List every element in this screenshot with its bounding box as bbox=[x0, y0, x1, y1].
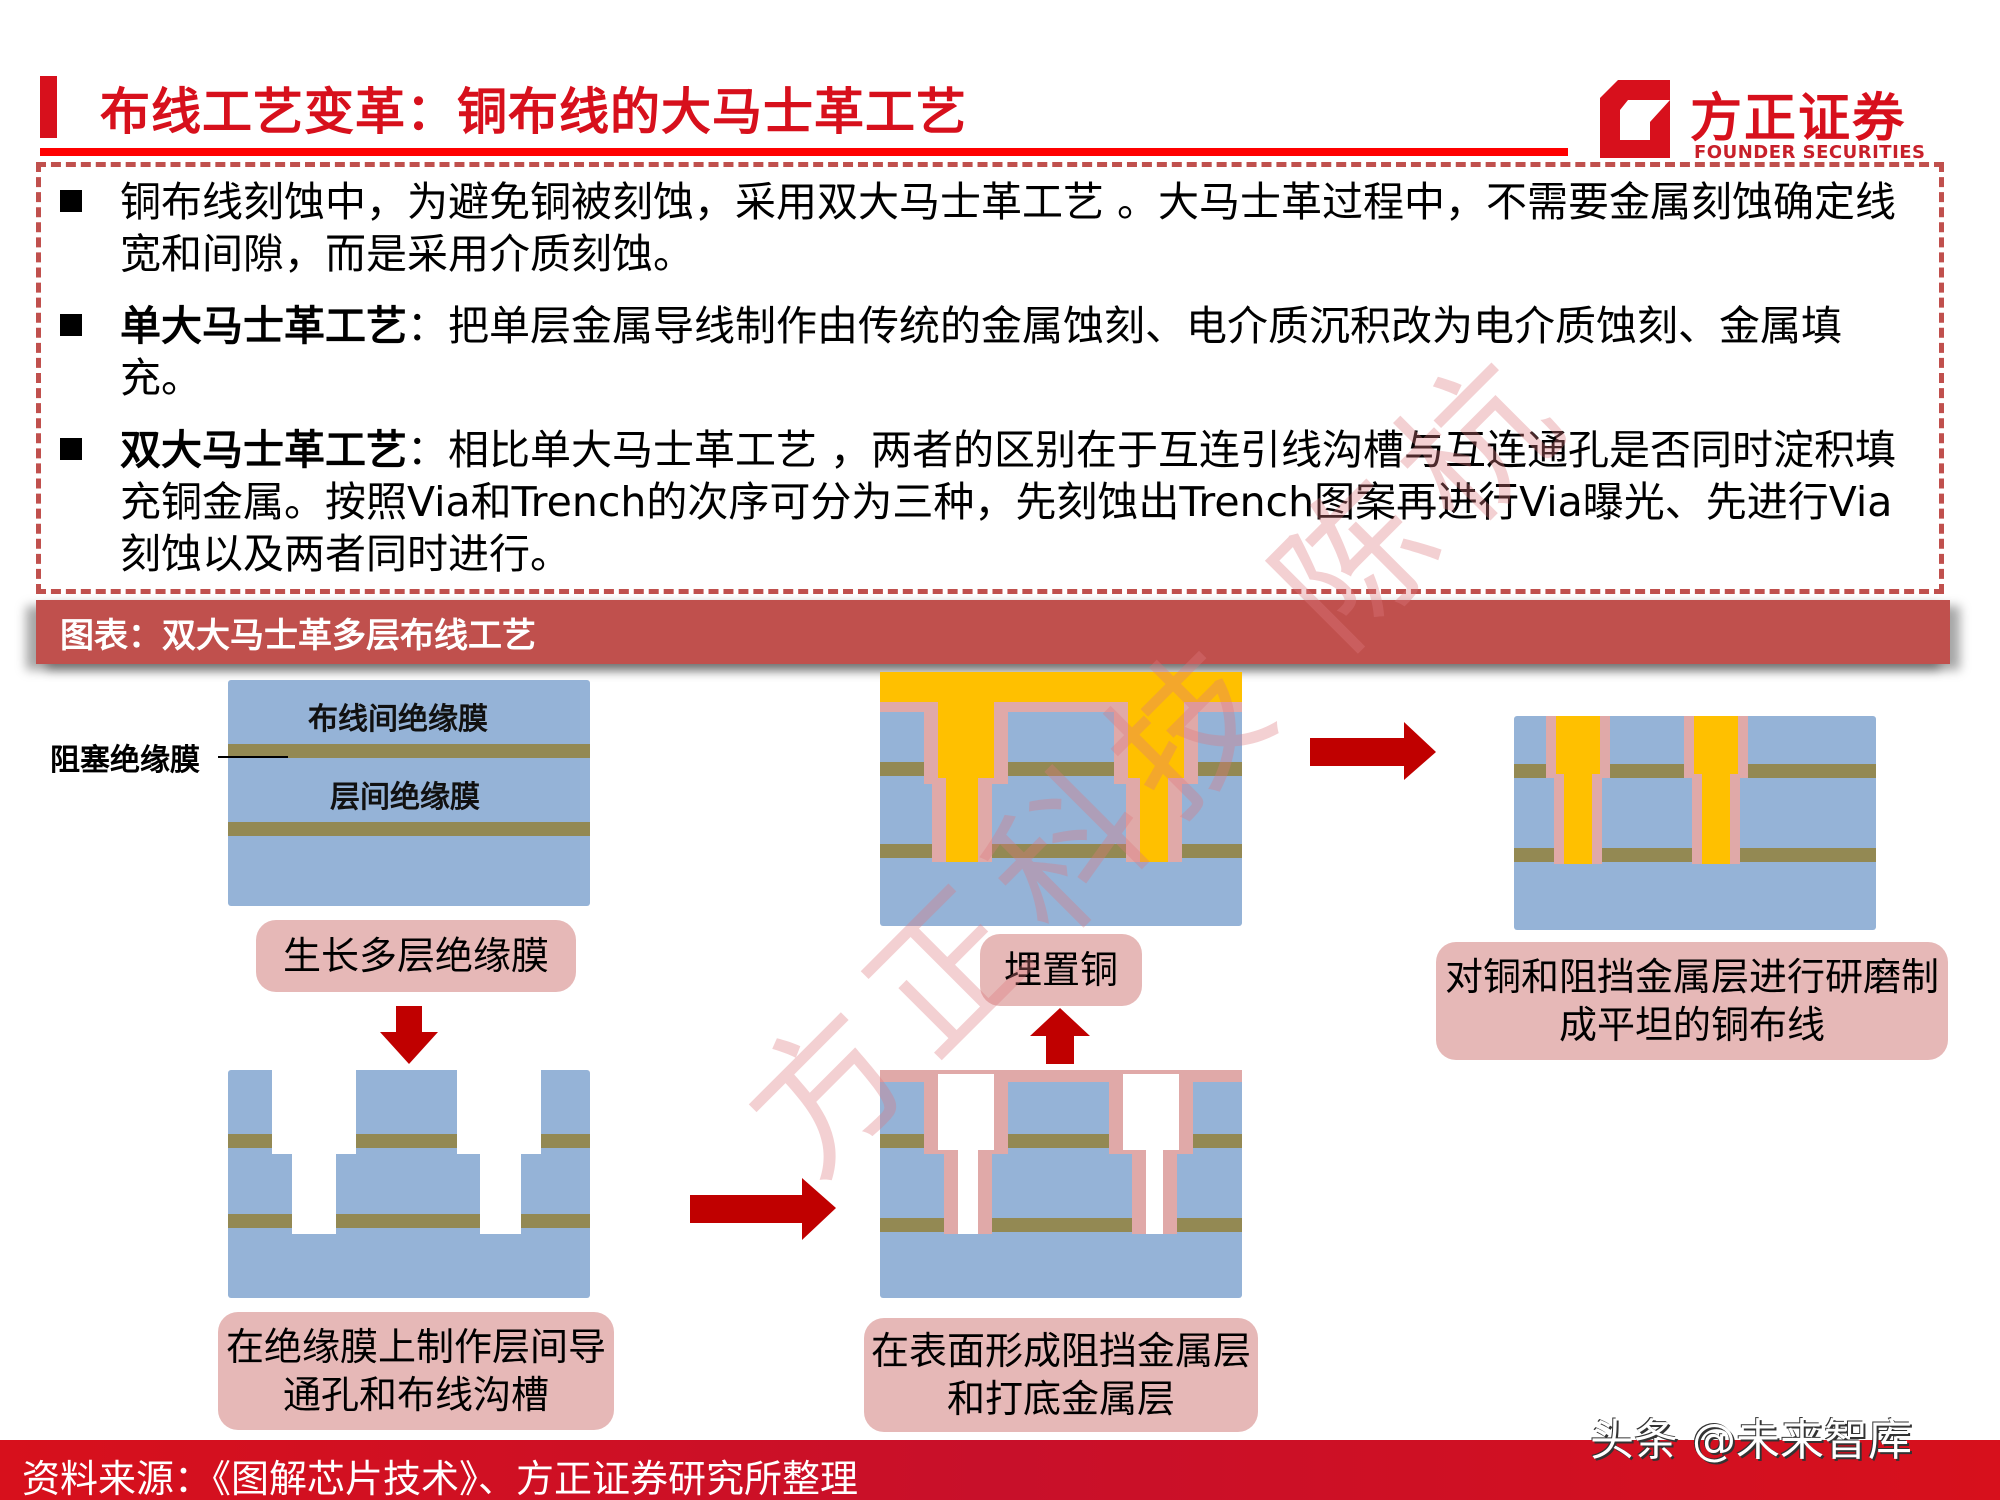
arrow-right-icon bbox=[690, 1178, 836, 1240]
arrow-right-icon bbox=[1310, 722, 1436, 780]
bullet-text: ：把单层金属导线制作由传统的金属蚀刻、电介质沉积改为电介质蚀刻、金属填充。 bbox=[120, 302, 1842, 402]
page-title: 布线工艺变革：铜布线的大马士革工艺 bbox=[100, 83, 967, 141]
footer-source: 资料来源：《图解芯片技术》、方正证券研究所整理 bbox=[22, 1457, 859, 1500]
bullet-square-icon bbox=[60, 438, 82, 460]
step-label-2: 在绝缘膜上制作层间导通孔和布线沟槽 bbox=[218, 1312, 614, 1430]
label-wiring-insulator: 布线间绝缘膜 bbox=[308, 702, 488, 737]
bullet-heading: 双大马士革工艺 bbox=[120, 426, 407, 474]
diagram-step4 bbox=[880, 672, 1242, 926]
bullet-square-icon bbox=[60, 190, 82, 212]
logo-text-cn: 方正证券 bbox=[1690, 89, 1907, 149]
diagram-step5 bbox=[1514, 716, 1876, 930]
figure-banner: 图表：双大马士革多层布线工艺 bbox=[36, 600, 1950, 664]
bullet-square-icon bbox=[60, 314, 82, 336]
step-label-4: 埋置铜 bbox=[980, 934, 1142, 1006]
callout-line bbox=[218, 756, 288, 758]
step-label-1: 生长多层绝缘膜 bbox=[256, 920, 576, 992]
bullet-text: ：相比单大马士革工艺 ，两者的区别在于互连引线沟槽与互连通孔是否同时淀积填充铜金… bbox=[120, 426, 1897, 578]
label-barrier-insulator: 阻塞绝缘膜 bbox=[50, 743, 200, 778]
logo-text-en: FOUNDER SECURITIES bbox=[1694, 142, 1926, 163]
step-label-3: 在表面形成阻挡金属层和打底金属层 bbox=[864, 1318, 1258, 1432]
step-label-5: 对铜和阻挡金属层进行研磨制成平坦的铜布线 bbox=[1436, 942, 1948, 1060]
diagram-step3 bbox=[880, 1070, 1242, 1298]
bullet-heading: 单大马士革工艺 bbox=[120, 302, 407, 350]
arrow-up-icon bbox=[1030, 1008, 1090, 1064]
summary-box bbox=[36, 162, 1944, 594]
diagram-step1 bbox=[228, 680, 590, 906]
bullet-text: 铜布线刻蚀中，为避免铜被刻蚀，采用双大马士革工艺 。大马士革过程中，不需要金属刻… bbox=[120, 178, 1897, 278]
label-interlayer-insulator: 层间绝缘膜 bbox=[330, 780, 480, 815]
arrow-down-icon bbox=[380, 1006, 438, 1064]
footer-bar: 资料来源：《图解芯片技术》、方正证券研究所整理 bbox=[0, 1440, 2000, 1500]
founder-logo-icon bbox=[1600, 80, 1670, 158]
title-marker bbox=[40, 76, 57, 138]
title-rule bbox=[40, 148, 1568, 156]
founder-logo: 方正证券 FOUNDER SECURITIES bbox=[1600, 76, 1930, 166]
diagram-step2 bbox=[228, 1070, 590, 1298]
figure-title: 图表：双大马士革多层布线工艺 bbox=[60, 616, 536, 656]
footer-credit: 头条 @未来智库 bbox=[1590, 1415, 1912, 1466]
